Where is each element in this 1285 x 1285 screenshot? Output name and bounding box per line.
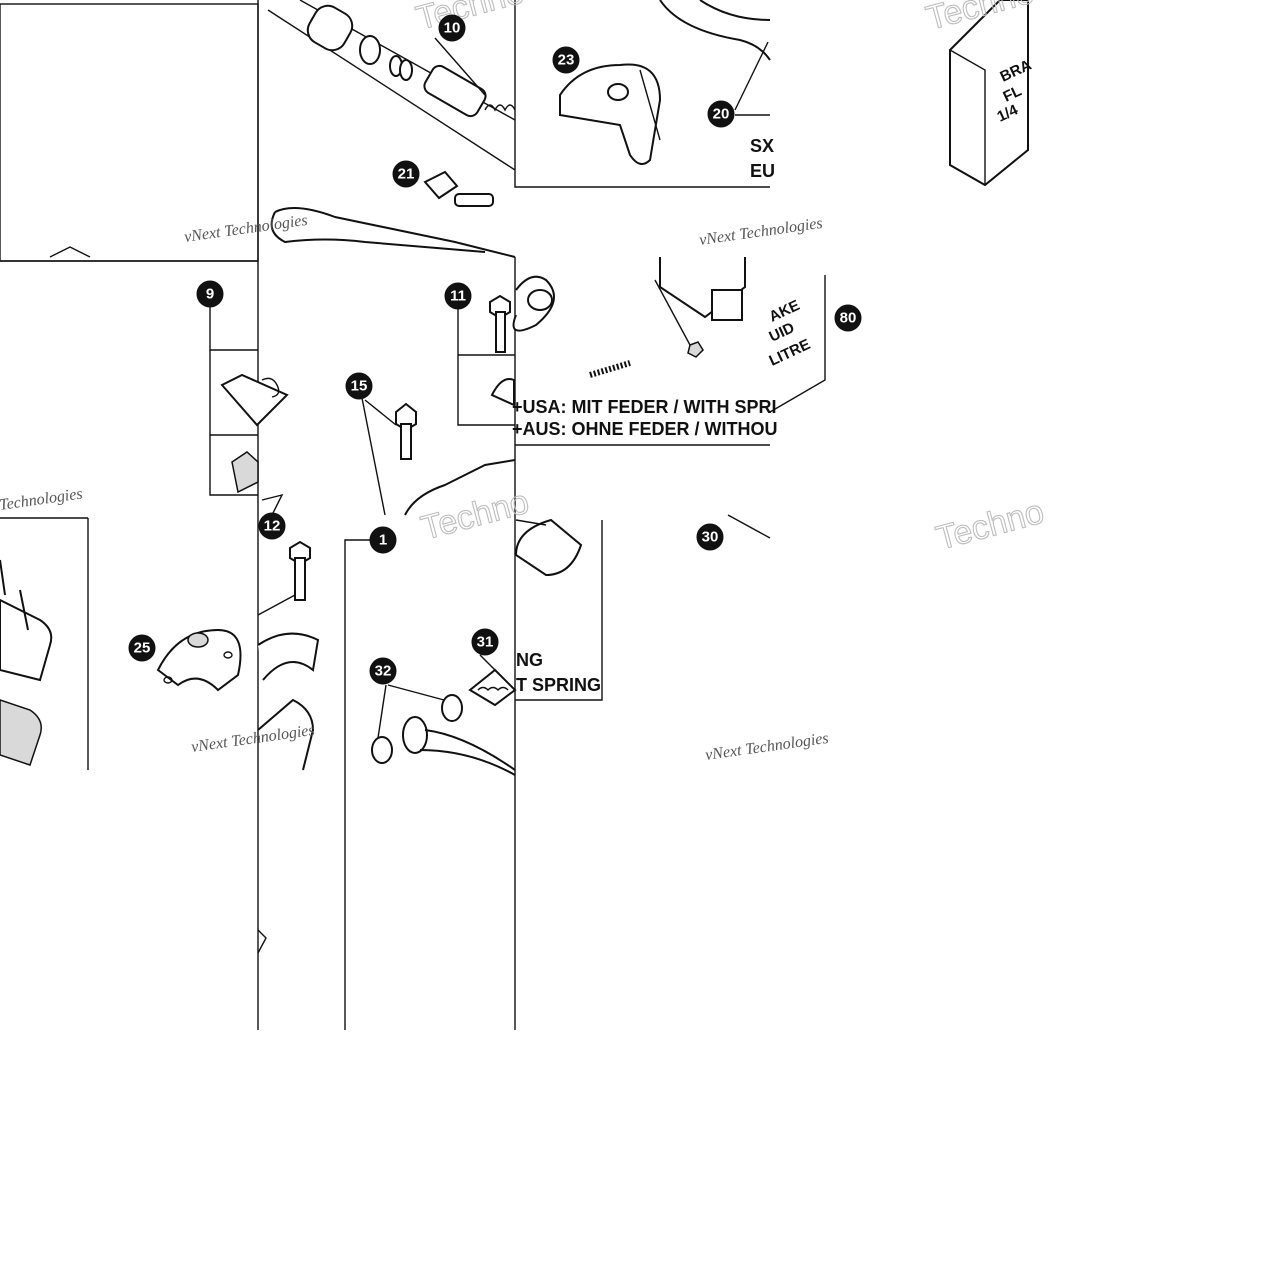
callout-23: 23 — [552, 46, 580, 74]
watermark-text: vNext Technologies — [704, 730, 829, 764]
svg-text:12: 12 — [264, 518, 281, 535]
callout-31: 31 — [471, 628, 499, 656]
banjo-bolt-31 — [468, 654, 517, 707]
note-eu: EU — [750, 161, 775, 181]
svg-text:FL: FL — [1001, 82, 1025, 105]
lever-guard — [559, 63, 662, 165]
washers-32 — [371, 684, 463, 764]
callout-80: 80 — [834, 304, 862, 332]
svg-text:20: 20 — [713, 106, 730, 123]
callout-12: 12 — [258, 512, 286, 540]
note-aus: +AUS: OHNE FEDER / WITHOU — [512, 419, 778, 439]
reservoir-cover — [0, 559, 53, 766]
frame-lines — [0, 0, 770, 1030]
svg-text:32: 32 — [375, 663, 392, 680]
callout-21: 21 — [392, 160, 420, 188]
svg-text:10: 10 — [444, 20, 461, 37]
bolt-12 — [257, 493, 320, 771]
svg-text:1: 1 — [379, 532, 387, 549]
adjuster-screw — [423, 170, 494, 207]
callouts: 10 23 20 21 9 11 15 80 12 1 30 25 31 32 — [128, 14, 862, 685]
watermark-text: vNext Technologies — [698, 215, 823, 249]
svg-text:23: 23 — [558, 52, 575, 69]
svg-text:30: 30 — [702, 529, 719, 546]
svg-text:21: 21 — [398, 166, 415, 183]
callout-11: 11 — [444, 282, 472, 310]
brake-fluid-bottle — [949, 0, 1029, 187]
svg-text:25: 25 — [134, 640, 151, 657]
variant-notes: SX EU +USA: MIT FEDER / WITH SPRI +AUS: … — [512, 136, 778, 695]
piston-kit — [267, 0, 516, 171]
bolt-11 — [457, 294, 515, 426]
svg-text:9: 9 — [206, 286, 214, 303]
note-sx: SX — [750, 136, 774, 156]
svg-text:11: 11 — [450, 288, 466, 305]
callout-20: 20 — [707, 100, 735, 128]
callout-25: 25 — [128, 634, 156, 662]
callout-9: 9 — [196, 280, 224, 308]
clamp-25 — [156, 628, 242, 692]
callout-30: 30 — [696, 523, 724, 551]
svg-text:31: 31 — [477, 634, 494, 651]
callout-32: 32 — [369, 657, 397, 685]
master-cylinder-body — [404, 257, 746, 516]
callout-15: 15 — [345, 372, 373, 400]
watermark-text: Technologies — [0, 485, 84, 514]
brake-hose — [402, 716, 516, 776]
callout-1: 1 — [369, 526, 397, 554]
callout-10: 10 — [438, 14, 466, 42]
note-spring-2: T SPRING — [516, 675, 601, 695]
svg-text:15: 15 — [351, 378, 368, 395]
lever-upper — [270, 0, 771, 258]
bolt-15 — [361, 397, 417, 516]
bracket-9 — [209, 305, 289, 496]
watermark-brand: Techno — [412, 0, 528, 38]
svg-text:80: 80 — [840, 310, 857, 327]
note-spring-1: NG — [516, 650, 543, 670]
note-usa: +USA: MIT FEDER / WITH SPRI — [512, 397, 777, 417]
watermark-brand: Techno — [932, 493, 1048, 558]
